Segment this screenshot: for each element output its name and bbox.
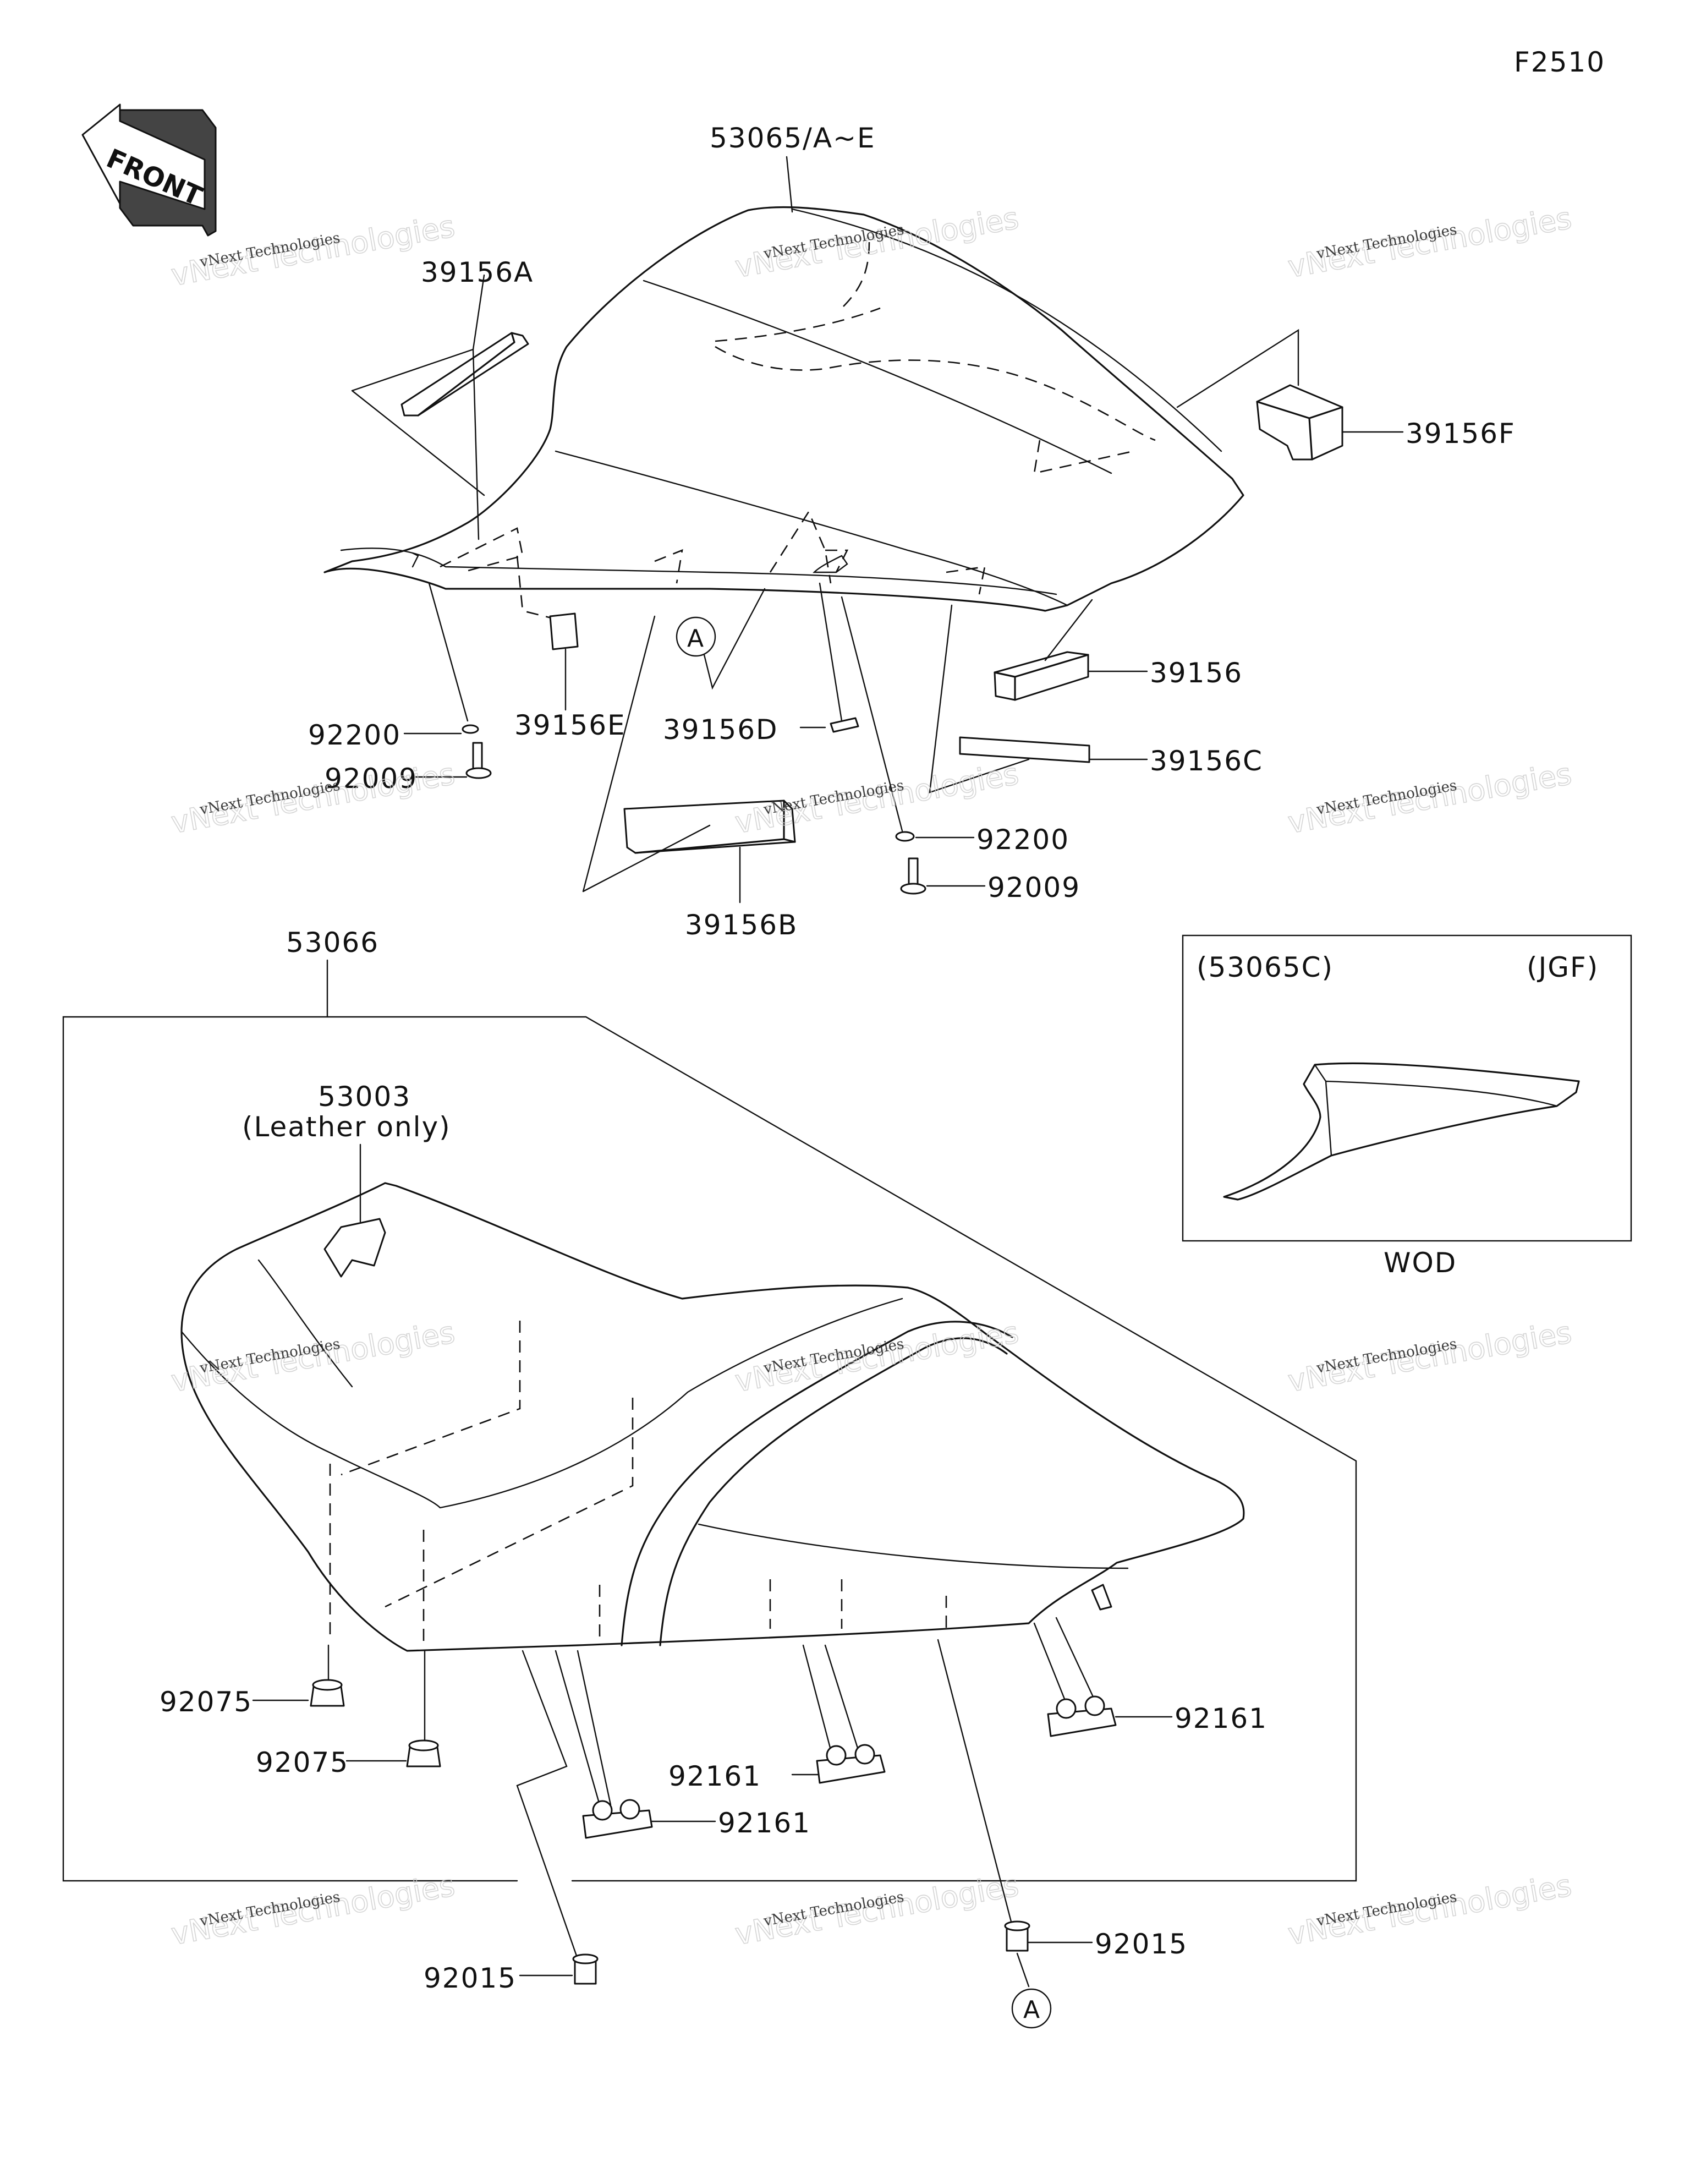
- label-53003: 53003: [318, 1081, 411, 1113]
- pad-39156A: 39156A: [351, 256, 534, 540]
- damper-92075-a: 92075: [160, 1644, 345, 1718]
- label-92161-left: 92161: [718, 1807, 811, 1839]
- label-92075-a: 92075: [160, 1686, 253, 1718]
- inset-code: (JGF): [1527, 951, 1599, 983]
- pad-39156C: 39156C: [929, 604, 1263, 793]
- label-92161-right: 92161: [1175, 1703, 1268, 1734]
- dashed-guides: [440, 510, 986, 623]
- figure-code: F2510: [1514, 46, 1605, 78]
- damper-92075-b: 92075: [256, 1650, 441, 1778]
- label-39156D: 39156D: [663, 714, 778, 746]
- label-53066: 53066: [286, 927, 379, 959]
- label-92200-left: 92200: [308, 719, 401, 751]
- label-92200-right: 92200: [976, 824, 1069, 856]
- label-92075-b: 92075: [256, 1747, 349, 1778]
- label-53065: 53065/A~E: [710, 122, 876, 154]
- front-arrow-icon: FRONT: [81, 103, 217, 237]
- pad-39156: 39156: [994, 599, 1243, 701]
- inset-model: (53065C): [1197, 951, 1334, 983]
- stopper-92161-left: 92161: [555, 1650, 811, 1839]
- stopper-92161-center: 92161: [668, 1644, 886, 1792]
- fastener-right: 92200 92009: [841, 596, 1080, 904]
- collar-92015-left: 92015: [424, 1650, 599, 1994]
- collar-92015-right: 92015 A: [937, 1639, 1188, 2029]
- inset-caption: WOD: [1384, 1247, 1457, 1279]
- ref-a-top-label: A: [687, 625, 704, 653]
- label-92009-right: 92009: [987, 872, 1080, 904]
- label-92009-left: 92009: [325, 763, 418, 795]
- inset-53065C: (53065C) (JGF) WOD: [1182, 934, 1632, 1279]
- seat-assembly-53066: 53066 53003 (Leather only): [62, 927, 1357, 1882]
- pad-39156D: 39156D: [663, 582, 859, 746]
- ref-a-top: A: [676, 588, 766, 690]
- label-92015-right: 92015: [1095, 1928, 1188, 1960]
- label-92161-center: 92161: [668, 1760, 761, 1792]
- label-39156C: 39156C: [1150, 745, 1263, 777]
- label-39156E: 39156E: [514, 709, 626, 741]
- label-39156F: 39156F: [1406, 418, 1516, 450]
- pad-39156B: 39156B: [582, 615, 798, 941]
- label-39156B: 39156B: [685, 909, 798, 941]
- label-39156A: 39156A: [421, 256, 534, 288]
- label-39156: 39156: [1150, 657, 1243, 689]
- label-53003-note: (Leather only): [242, 1111, 451, 1143]
- stopper-92161-right: 92161: [1033, 1584, 1268, 1737]
- ref-a-bottom-label: A: [1023, 1996, 1040, 2024]
- fastener-left: 92200 92009: [308, 582, 492, 795]
- seat-cover-53065: [323, 206, 1244, 612]
- pad-39156F: 39156F: [1176, 329, 1516, 461]
- label-92015-left: 92015: [424, 1962, 517, 1994]
- pad-39156E: 39156E: [514, 612, 626, 741]
